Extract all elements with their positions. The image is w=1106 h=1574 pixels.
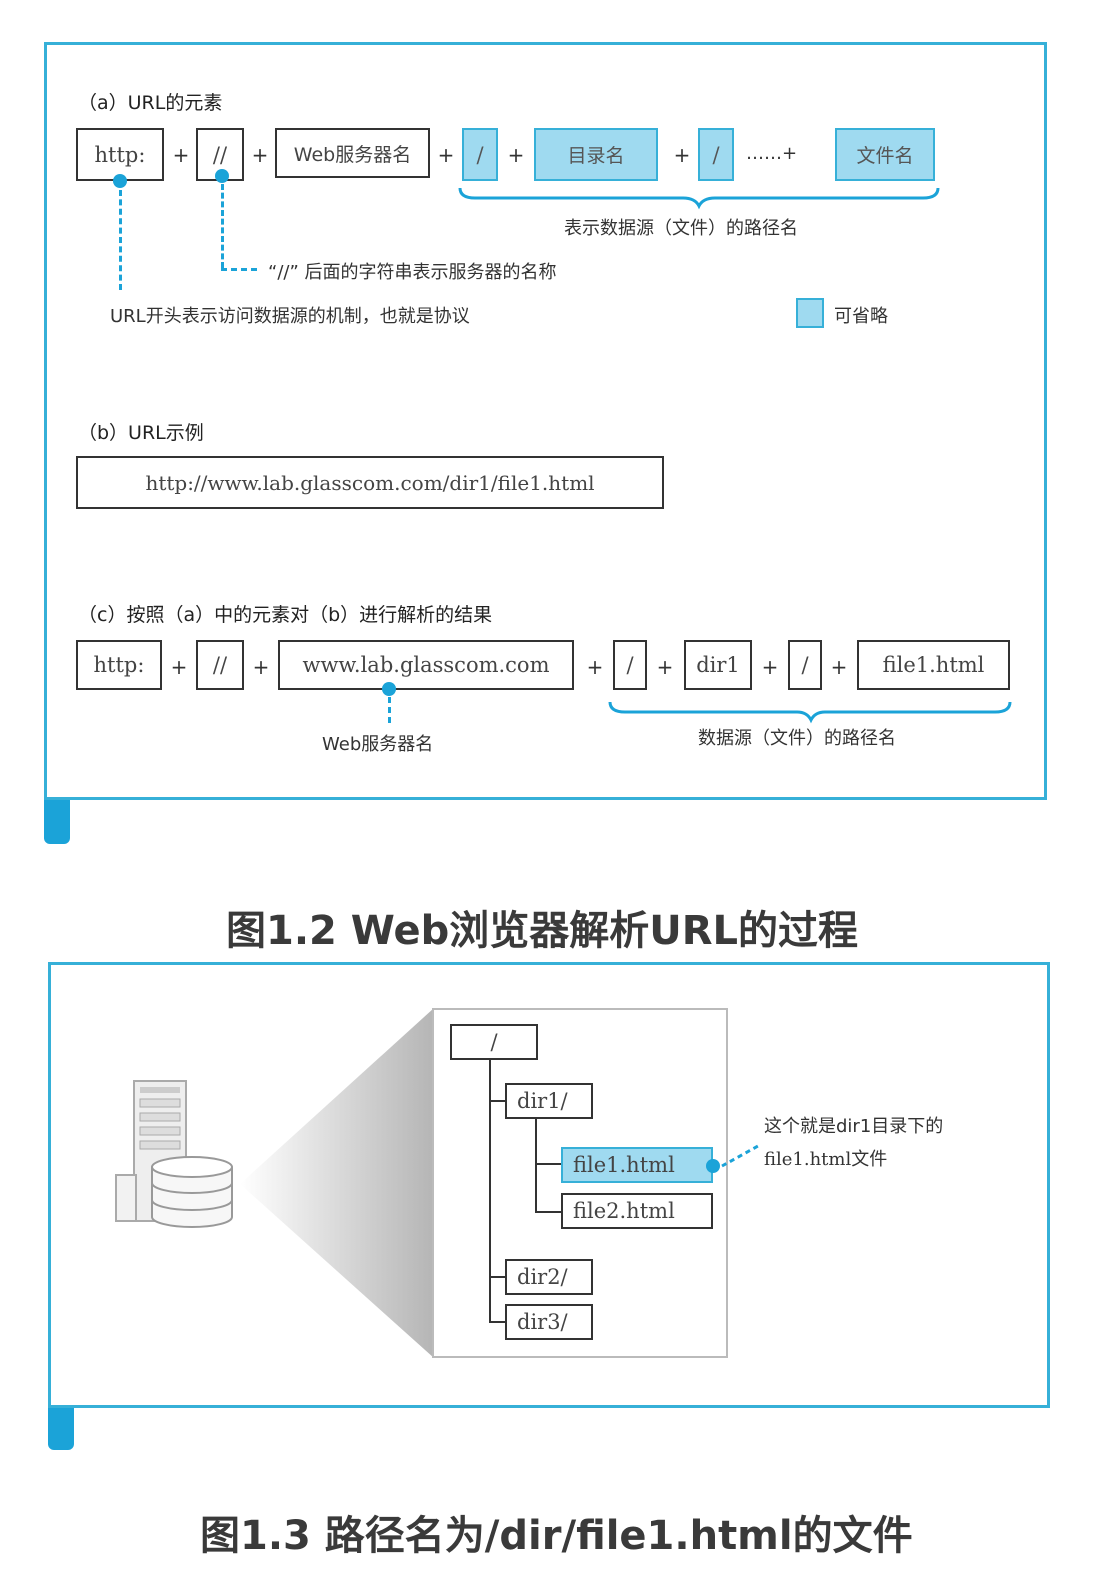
leader-slashes-v <box>221 184 224 268</box>
box-c-slashes: // <box>196 640 244 690</box>
ellipsis-plus: ……+ <box>746 143 798 164</box>
path-brace-a <box>458 187 940 210</box>
fig13-frame <box>48 962 1050 1408</box>
plus-a-2: + <box>251 143 269 167</box>
dot-server <box>382 682 396 696</box>
path-brace-c <box>608 701 1012 724</box>
section-a-title: （a）URL的元素 <box>78 92 223 114</box>
box-c-slash-2: / <box>788 640 822 690</box>
box-c-dir1: dir1 <box>684 640 752 690</box>
leader-slashes-h <box>221 268 257 271</box>
tree-dir3: dir3/ <box>505 1304 593 1340</box>
section-c-title: （c）按照（a）中的元素对（b）进行解析的结果 <box>78 604 493 626</box>
box-a-slash-1: / <box>462 128 498 181</box>
box-a-file: 文件名 <box>835 128 935 181</box>
box-a-dir: 目录名 <box>534 128 658 181</box>
tree-dir1: dir1/ <box>505 1083 593 1119</box>
plus-c-5: + <box>761 655 779 679</box>
tree-line-trunk <box>489 1058 491 1322</box>
directory-tree-panel <box>432 1008 728 1358</box>
legend-swatch <box>796 298 824 328</box>
zoom-cone <box>240 1008 434 1358</box>
server-database-icon <box>115 1080 233 1228</box>
fig13-caption: 图1.3 路径名为/dir/file1.html的文件 <box>200 1513 913 1559</box>
path-label-a: 表示数据源（文件）的路径名 <box>564 218 798 239</box>
plus-c-6: + <box>830 655 848 679</box>
slash-note: “//” 后面的字符串表示服务器的名称 <box>268 262 557 283</box>
url-example-box: http://www.lab.glasscom.com/dir1/file1.h… <box>76 456 664 509</box>
box-a-slash-2: / <box>698 128 734 181</box>
fig12-tab <box>44 800 70 844</box>
tree-line-dir1 <box>489 1100 505 1102</box>
plus-c-3: + <box>586 655 604 679</box>
path-label-c: 数据源（文件）的路径名 <box>698 728 896 749</box>
tree-root: / <box>450 1024 538 1060</box>
plus-a-3: + <box>437 143 455 167</box>
leader-server <box>388 697 391 723</box>
box-c-slash-1: / <box>613 640 647 690</box>
dot-slashes <box>215 169 229 183</box>
fig12-frame <box>44 42 1047 800</box>
file1-note-line1: 这个就是dir1目录下的 <box>764 1116 944 1137</box>
dot-file1 <box>706 1159 720 1173</box>
leader-file1 <box>721 1144 759 1168</box>
plus-a-5: + <box>673 143 691 167</box>
legend-label: 可省略 <box>834 306 888 327</box>
server-label-c: Web服务器名 <box>322 734 434 755</box>
tree-line-sub <box>535 1117 537 1213</box>
plus-a-1: + <box>172 143 190 167</box>
box-c-http: http: <box>76 640 162 690</box>
plus-a-4: + <box>507 143 525 167</box>
plus-c-1: + <box>170 655 188 679</box>
plus-c-2: + <box>252 655 270 679</box>
tree-file2: file2.html <box>561 1193 713 1229</box>
tree-dir2: dir2/ <box>505 1259 593 1295</box>
leader-protocol <box>119 190 122 290</box>
file1-note-line2: file1.html文件 <box>764 1149 888 1170</box>
tree-line-file1 <box>535 1163 561 1165</box>
protocol-note: URL开头表示访问数据源的机制，也就是协议 <box>110 306 470 327</box>
fig12-caption: 图1.2 Web浏览器解析URL的过程 <box>226 908 859 954</box>
section-b-title: （b）URL示例 <box>78 422 204 444</box>
box-c-server: www.lab.glasscom.com <box>278 640 574 690</box>
tree-file1: file1.html <box>561 1147 713 1183</box>
tree-line-dir3 <box>489 1321 505 1323</box>
tree-line-dir2 <box>489 1276 505 1278</box>
tree-line-file2 <box>535 1211 561 1213</box>
fig13-tab <box>48 1408 74 1450</box>
box-a-server: Web服务器名 <box>275 128 430 178</box>
box-c-file1: file1.html <box>857 640 1010 690</box>
dot-protocol <box>113 174 127 188</box>
plus-c-4: + <box>656 655 674 679</box>
